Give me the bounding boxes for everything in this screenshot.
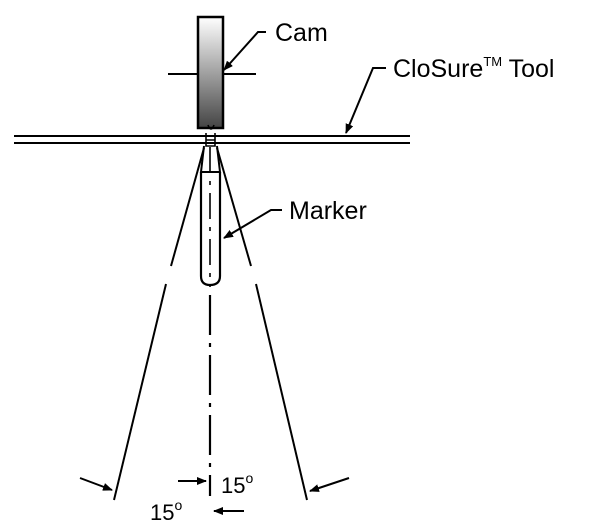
marker-tip: [205, 124, 216, 147]
cam-body: [196, 15, 225, 130]
angle-label-right: 15o: [221, 470, 253, 498]
cam-label: Cam: [275, 19, 328, 47]
dim-arrow-right-outer: [309, 477, 350, 492]
closure-tool-label: CloSureTM Tool: [393, 54, 554, 83]
closure-tool-plate: [14, 135, 410, 144]
cam: [168, 15, 256, 130]
cam-leader: [223, 31, 266, 71]
angle-label-left: 15o: [150, 497, 182, 525]
closure-tool-leader: [345, 67, 386, 134]
cone-line-left: [113, 147, 205, 501]
dim-arrow-left-outer: [79, 477, 113, 491]
cone-line-right: [216, 147, 308, 501]
marker-label: Marker: [289, 197, 367, 225]
marker-leader: [223, 209, 282, 239]
